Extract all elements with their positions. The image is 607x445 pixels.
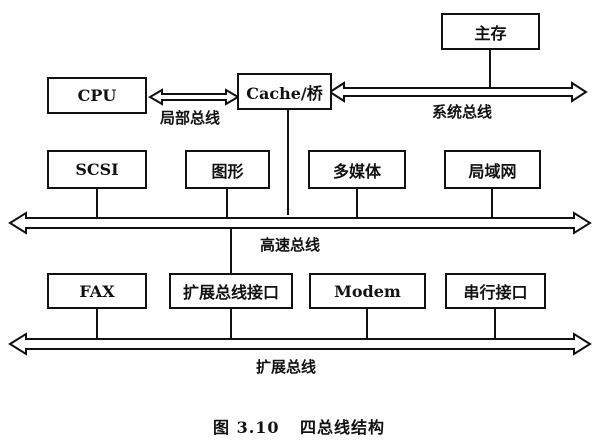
fax-box: FAX — [47, 273, 147, 309]
multimedia-label: 多媒体 — [332, 161, 381, 181]
system-bus-label: 系统总线 — [432, 103, 493, 121]
figure-caption-title: 四总线结构 — [300, 418, 386, 437]
scsi-label: SCSI — [75, 160, 119, 179]
expansion-bus-arrow — [8, 332, 592, 356]
main-memory-box: 主存 — [441, 13, 540, 50]
graphics-box: 图形 — [185, 150, 270, 189]
expansion-bus-interface-box: 扩展总线接口 — [169, 273, 293, 309]
serial-interface-label: 串行接口 — [463, 283, 528, 302]
modem-label: Modem — [334, 281, 401, 301]
cpu-label: CPU — [77, 86, 117, 105]
multimedia-box: 多媒体 — [308, 150, 406, 189]
scsi-box: SCSI — [47, 150, 147, 189]
lan-label: 局域网 — [468, 161, 517, 181]
local-bus-label: 局部总线 — [160, 109, 221, 127]
expansion-bus-interface-label: 扩展总线接口 — [182, 283, 279, 302]
system-bus-arrow — [328, 81, 588, 103]
serial-interface-box: 串行接口 — [445, 273, 546, 309]
modem-box: Modem — [309, 273, 426, 309]
cache-bridge-label: Cache/桥 — [246, 83, 323, 103]
figure-caption-number: 图 3.10 — [213, 418, 280, 437]
lan-box: 局域网 — [444, 150, 541, 189]
cache-bridge-box: Cache/桥 — [237, 73, 332, 110]
expansion-bus-label: 扩展总线 — [256, 358, 317, 376]
main-memory-label: 主存 — [474, 23, 507, 43]
fax-label: FAX — [79, 281, 115, 301]
high-speed-bus-arrow — [8, 211, 592, 235]
local-bus-arrow — [148, 88, 240, 106]
high-speed-bus-label: 高速总线 — [260, 236, 321, 254]
cpu-box: CPU — [47, 77, 147, 114]
graphics-label: 图形 — [211, 161, 244, 181]
